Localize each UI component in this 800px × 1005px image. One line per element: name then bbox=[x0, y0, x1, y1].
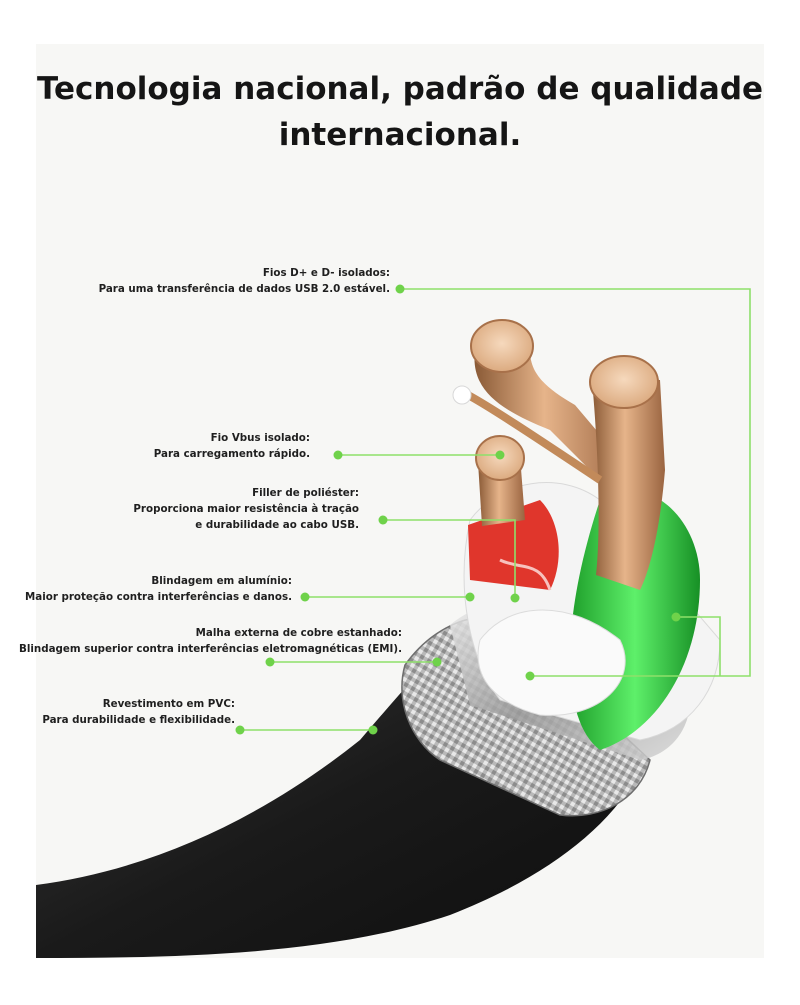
copper-wire-large-face bbox=[589, 355, 659, 409]
callout-text: Para uma transferência de dados USB 2.0 … bbox=[98, 283, 390, 295]
callout-text: Para durabilidade e flexibilidade. bbox=[42, 714, 235, 726]
callout-heading: Fios D+ e D- isolados: bbox=[262, 267, 390, 279]
callout-data-wires: Fios D+ e D- isolados: Para uma transfer… bbox=[99, 265, 390, 297]
copper-wire-large bbox=[592, 380, 665, 590]
callout-text: Para carregamento rápido. bbox=[153, 448, 310, 460]
callout-text: Proporciona maior resistência à tração bbox=[133, 503, 359, 515]
callout-heading: Filler de poliéster: bbox=[252, 487, 359, 499]
callout-polyester-filler: Filler de poliéster: Proporciona maior r… bbox=[133, 485, 359, 533]
callout-text: e durabilidade ao cabo USB. bbox=[195, 519, 359, 531]
callout-text: Blindagem superior contra interferências… bbox=[18, 643, 402, 655]
callout-text: Maior proteção contra interferências e d… bbox=[25, 591, 292, 603]
callout-aluminum-shield: Blindagem em alumínio: Maior proteção co… bbox=[25, 573, 292, 605]
callout-pvc-jacket: Revestimento em PVC: Para durabilidade e… bbox=[42, 696, 235, 728]
callout-heading: Revestimento em PVC: bbox=[102, 698, 235, 710]
copper-wire-bent bbox=[474, 350, 630, 480]
callout-heading: Blindagem em alumínio: bbox=[151, 575, 292, 587]
leader-dots bbox=[235, 284, 681, 735]
copper-wire-bent-face bbox=[470, 319, 534, 373]
title-line-1: Tecnologia nacional, padrão de qualidade bbox=[36, 71, 764, 107]
leader-lines bbox=[240, 288, 751, 731]
callout-copper-braid: Malha externa de cobre estanhado: Blinda… bbox=[19, 625, 402, 657]
callout-vbus-wire: Fio Vbus isolado: Para carregamento rápi… bbox=[154, 430, 310, 462]
white-insulation bbox=[477, 609, 626, 716]
page-title: Tecnologia nacional, padrão de qualidade… bbox=[36, 66, 764, 158]
title-line-2: internacional. bbox=[278, 117, 522, 153]
callout-heading: Fio Vbus isolado: bbox=[210, 432, 310, 444]
callout-heading: Malha externa de cobre estanhado: bbox=[195, 627, 402, 639]
